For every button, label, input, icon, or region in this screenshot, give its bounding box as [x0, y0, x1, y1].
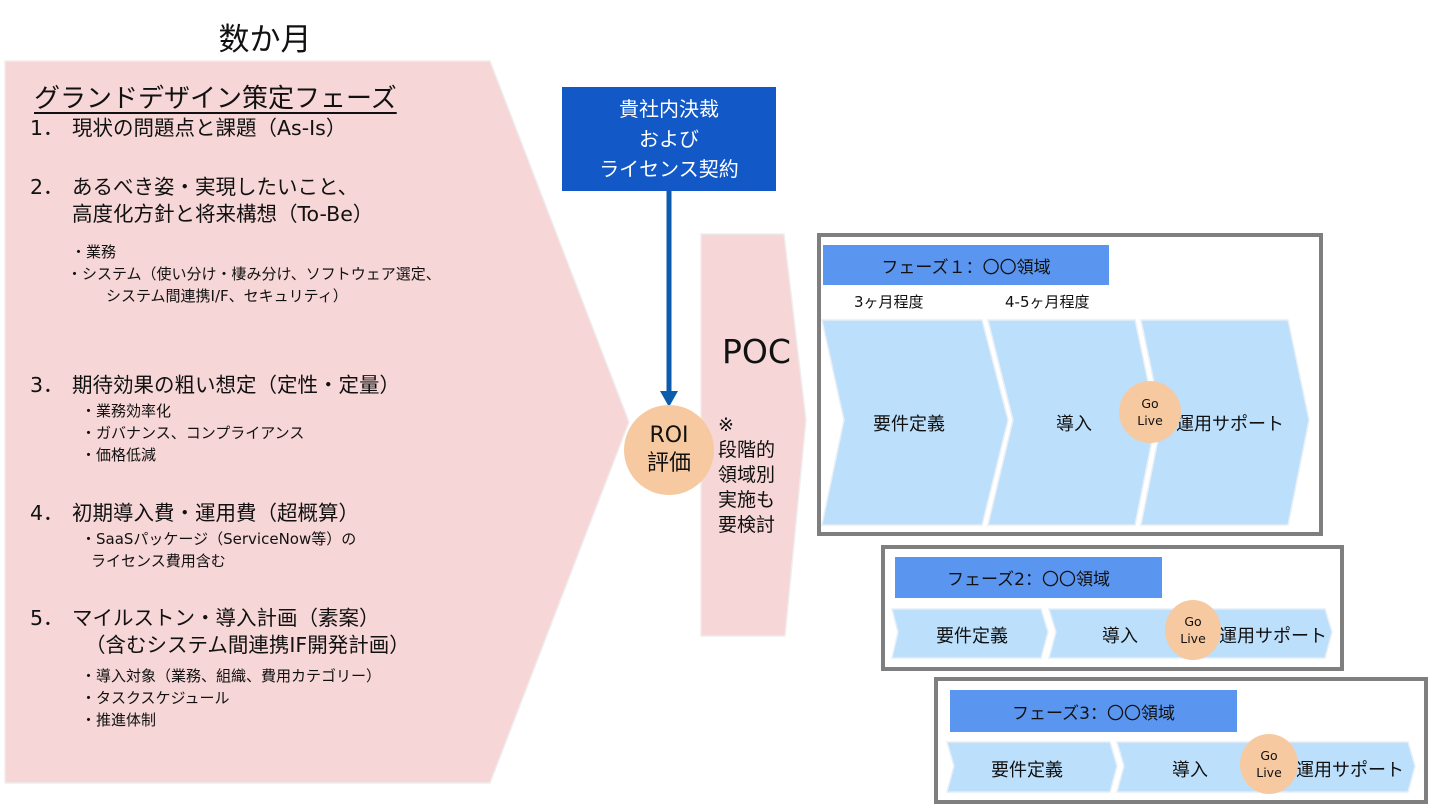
phase-3-label: フェーズ3：〇〇領域 [950, 690, 1237, 732]
duration-title: 数か月 [218, 22, 312, 58]
gd-item-3: 3． 期待効果の粗い想定（定性・定量） [30, 372, 400, 399]
gd-item-number: 3． [30, 373, 64, 397]
phase-2-step-label: 運用サポート [1219, 626, 1327, 647]
golive-line: Go [1184, 614, 1202, 629]
gd-sub: ・業務 [71, 243, 117, 261]
golive-line: Live [1137, 413, 1163, 428]
poc-note-line: 段階的 [718, 439, 776, 461]
gd-item-number: 1． [30, 116, 64, 140]
decision-line: ライセンス契約 [599, 157, 739, 181]
gd-item-line: マイルストン・導入計画（素案） [72, 606, 380, 630]
phase-2-step-label: 要件定義 [936, 626, 1008, 647]
poc-title: POC [722, 332, 791, 371]
poc-note-line: 実施も [718, 489, 776, 511]
phase-1-duration-requirements: 3ヶ月程度 [854, 293, 924, 311]
grand-design-chevron [4, 60, 630, 784]
gd-item-line: あるべき姿・実現したいこと、 [72, 175, 359, 199]
gd-sub: ・価格低減 [81, 446, 157, 464]
gd-sub: ・推進体制 [81, 711, 157, 729]
poc-note: ※ 段階的 領域別 実施も 要検討 [718, 413, 788, 538]
phase-1-step-requirements [821, 319, 1009, 526]
phase-1-duration-implementation: 4-5ヶ月程度 [1005, 293, 1090, 311]
gd-item-line: （含むシステム間連携IF開発計画） [85, 633, 410, 657]
gd-sub: ・SaaSパッケージ（ServiceNow等）の [81, 530, 357, 548]
poc-chevron [700, 233, 807, 637]
decision-line: および [639, 127, 699, 151]
gd-sub: ・タスクスケジュール [81, 689, 230, 707]
phase-3-step-label: 運用サポート [1296, 760, 1404, 781]
golive-line: Live [1256, 765, 1282, 780]
gd-item-line: 期待効果の粗い想定（定性・定量） [72, 373, 400, 397]
gd-item-number: 5． [30, 606, 64, 630]
roi-line: ROI [649, 423, 689, 448]
golive-line: Go [1141, 396, 1159, 411]
gd-item-number: 2． [30, 175, 64, 199]
phase-3-step-label: 導入 [1172, 760, 1208, 781]
gd-item-line: 初期導入費・運用費（超概算） [72, 501, 359, 525]
phase-3-step-requirements [946, 741, 1118, 793]
gd-item-line: 現状の問題点と課題（As-Is） [72, 116, 347, 140]
phase-2-label: フェーズ2：〇〇領域 [895, 557, 1162, 598]
phase-1-step-label: 運用サポート [1176, 414, 1284, 435]
grand-design-title: グランドデザイン策定フェーズ [34, 84, 397, 114]
gd-sub: ・システム（使い分け・棲み分け、ソフトウェア選定、 [67, 265, 441, 283]
phase-1-golive-circle: Go Live [1119, 381, 1181, 443]
decision-license-box: 貴社内決裁 および ライセンス契約 [562, 87, 776, 191]
gd-item-2: 2． あるべき姿・実現したいこと、 高度化方針と将来構想（To-Be） [30, 174, 373, 228]
decision-line: 貴社内決裁 [619, 97, 719, 121]
phase-1-step-implementation [987, 319, 1157, 526]
gd-sub: ・ガバナンス、コンプライアンス [81, 424, 305, 442]
gd-item-number: 4． [30, 501, 64, 525]
gd-item-4: 4． 初期導入費・運用費（超概算） [30, 500, 359, 527]
gd-sub: ライセンス費用含む [91, 552, 226, 570]
poc-note-line: ※ [718, 414, 734, 436]
golive-line: Go [1260, 748, 1278, 763]
phase-3-step-label: 要件定義 [991, 760, 1063, 781]
gd-item-5: 5． マイルストン・導入計画（素案） （含むシステム間連携IF開発計画） [30, 605, 410, 659]
phase-1-step-label: 導入 [1056, 414, 1092, 435]
roi-line: 評価 [646, 451, 691, 476]
poc-note-line: 要検討 [718, 514, 776, 536]
phase-2-step-label: 導入 [1102, 626, 1138, 647]
gd-sub: ・業務効率化 [81, 402, 172, 420]
gd-item-1: 1． 現状の問題点と課題（As-Is） [30, 115, 346, 142]
phase-3-golive-circle: Go Live [1240, 734, 1298, 794]
gd-sub: ・導入対象（業務、組織、費用カテゴリー） [81, 667, 382, 685]
gd-item-line: 高度化方針と将来構想（To-Be） [72, 202, 374, 226]
phase-2-step-requirements [891, 608, 1049, 659]
phase-1-step-label: 要件定義 [873, 414, 945, 435]
roi-evaluation-circle: ROI 評価 [624, 405, 714, 495]
phase-1-label: フェーズ１：〇〇領域 [823, 245, 1109, 285]
golive-line: Live [1180, 631, 1206, 646]
phase-2-golive-circle: Go Live [1165, 600, 1221, 660]
gd-sub: システム間連携I/F、セキュリティ） [106, 287, 348, 305]
decision-arrow-head [660, 391, 678, 407]
poc-note-line: 領域別 [718, 464, 776, 486]
